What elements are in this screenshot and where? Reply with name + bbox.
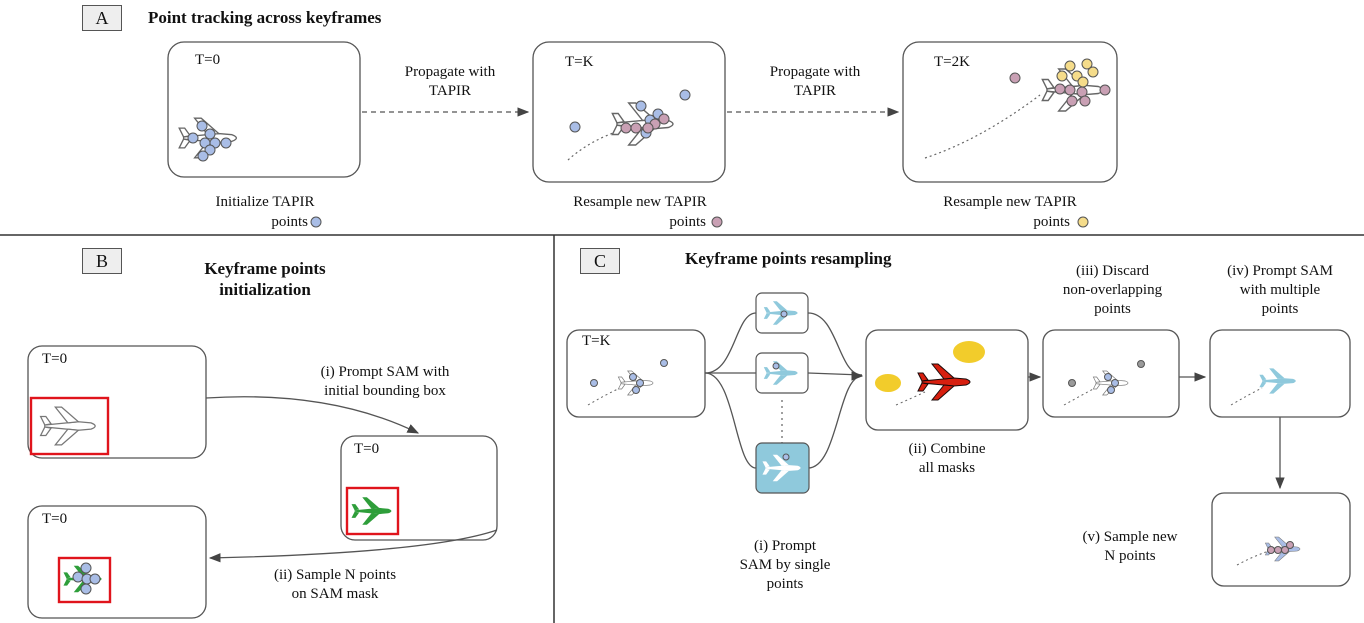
frame-multi-prompt [1209,329,1351,418]
sampled-points [72,562,101,595]
frame-caption: points [669,214,706,230]
legend-dot-resampled [711,216,723,228]
prompt-point [782,453,790,461]
step-label: (i) Prompt SAM by single points [739,538,831,592]
frame-time-label: T=K [565,54,594,70]
panel-a-title: Point tracking across keyframes [148,8,382,27]
propagate-label: Propagate with TAPIR [404,64,496,99]
bounding-box [57,556,112,604]
frame-time-label: T=0 [195,52,221,68]
panel-c-title: Keyframe points resampling [685,249,892,268]
tapir-points-resampled [569,89,691,139]
discarded-points [1068,360,1145,394]
panel-b [27,345,498,619]
step-label: (i) Prompt SAM with initial bounding box [320,364,450,399]
frame-time-label: T=K [582,333,611,349]
frame-time-label: T=0 [42,511,68,527]
arrow-step1 [205,396,420,434]
panel-b-title: Keyframe points initialization [204,259,326,299]
bounding-box [345,486,400,536]
panel-b-letter: B [82,248,122,274]
frame-caption: Resample new TAPIR [943,194,1077,210]
panel-c-letter: C [580,248,620,274]
panel-c [566,292,1351,587]
frame-tk [532,41,726,183]
step-label: (ii) Combine all masks [908,441,986,476]
mask-blob [875,374,901,392]
tapir-points-new [1009,58,1111,107]
frame-b-points [27,505,207,619]
mask-blob [953,341,985,363]
arrow-step2 [208,529,498,563]
bounding-box [29,396,110,456]
step-label: (iii) Discard non-overlapping points [1062,263,1163,317]
new-sampled-points [1267,541,1294,554]
tapir-points [590,359,668,394]
trajectory-path [1236,551,1267,566]
propagate-label: Propagate with TAPIR [769,64,861,99]
frame-b-mask [340,435,498,541]
panel-a [167,41,1118,228]
tapir-points-initial [187,120,232,162]
frame-time-label: T=0 [354,441,380,457]
frame-caption: Resample new TAPIR [573,194,707,210]
trajectory-path [895,391,926,406]
legend-dot-initial [310,216,322,228]
panel-a-letter: A [82,5,122,31]
frame-time-label: T=2K [934,54,970,70]
prompt-point [772,362,780,370]
step-label: (ii) Sample N points on SAM mask [273,567,397,602]
frame-time-label: T=0 [42,351,68,367]
legend-dot-new [1077,216,1089,228]
fanout-connectors [704,312,864,469]
trajectory-path [924,94,1041,159]
step-label: (v) Sample new N points [1082,529,1178,564]
frame-caption: points [1033,214,1070,230]
frame-caption: Initialize TAPIR [215,194,315,210]
frame-discard [1042,329,1180,418]
frame-caption: points [271,214,308,230]
prompt-point [780,310,788,318]
step-label: (iv) Prompt SAM with multiple points [1227,263,1333,317]
